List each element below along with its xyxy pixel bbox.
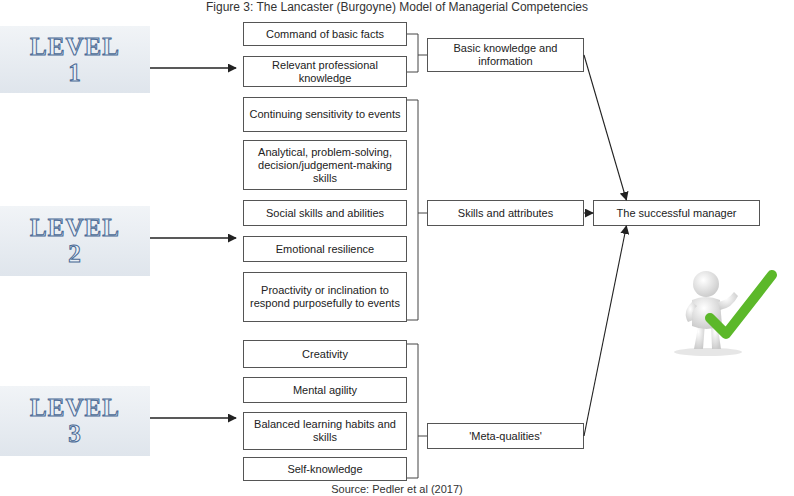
competency-box: Creativity xyxy=(243,340,407,368)
competency-box: Balanced learning habits and skills xyxy=(243,412,407,450)
competency-box: Proactivity or inclination to respond pu… xyxy=(243,272,407,322)
category-box: Skills and attributes xyxy=(427,200,584,226)
outcome-box: The successful manager xyxy=(593,200,760,226)
competency-box: Relevant professional knowledge xyxy=(243,56,407,87)
level-banner: LEVEL 1 xyxy=(0,26,150,93)
node-text: Analytical, problem-solving, decision/ju… xyxy=(248,146,402,185)
competency-box: Social skills and abilities xyxy=(243,200,407,226)
node-text: Proactivity or inclination to respond pu… xyxy=(248,284,402,310)
node-text: Social skills and abilities xyxy=(266,207,384,220)
bracket xyxy=(407,344,427,478)
node-text: Creativity xyxy=(302,348,348,361)
competency-box: Self-knowledge xyxy=(243,457,407,481)
connector-arrow xyxy=(584,55,626,200)
level-banner: LEVEL 2 xyxy=(0,206,150,276)
node-text: Continuing sensitivity to events xyxy=(249,108,400,121)
level-arrow xyxy=(150,67,236,68)
level-arrows xyxy=(150,68,236,418)
node-text: Balanced learning habits and skills xyxy=(248,418,402,444)
node-text: The successful manager xyxy=(617,207,737,220)
competency-box: Mental agility xyxy=(243,377,407,403)
connector-arrow xyxy=(584,212,593,213)
node-text: LEVEL 2 xyxy=(23,215,127,267)
person-illustration xyxy=(674,271,772,356)
node-text: Self-knowledge xyxy=(287,463,362,476)
competency-box: Continuing sensitivity to events xyxy=(243,97,407,132)
competency-box: Analytical, problem-solving, decision/ju… xyxy=(243,140,407,190)
connector-layer xyxy=(584,55,626,436)
node-text: Skills and attributes xyxy=(458,207,553,220)
node-text: 'Meta-qualities' xyxy=(469,430,542,443)
connector-arrow xyxy=(584,226,626,436)
node-text: Emotional resilience xyxy=(276,243,374,256)
competency-box: Command of basic facts xyxy=(243,22,407,46)
level-arrow xyxy=(150,417,236,418)
category-box: 'Meta-qualities' xyxy=(427,423,584,449)
node-text: LEVEL 1 xyxy=(23,34,127,86)
level-arrow xyxy=(150,237,236,238)
bracket xyxy=(407,100,427,320)
category-box: Basic knowledge and information xyxy=(427,38,584,72)
node-text: LEVEL 3 xyxy=(23,395,127,447)
bracket xyxy=(407,34,427,72)
node-text: Basic knowledge and information xyxy=(432,42,579,68)
node-text: Relevant professional knowledge xyxy=(248,59,402,85)
figure-caption: Source: Pedler et al (2017) xyxy=(0,483,794,496)
competency-box: Emotional resilience xyxy=(243,236,407,262)
level-banner: LEVEL 3 xyxy=(0,386,150,456)
group-brackets xyxy=(407,34,427,478)
node-text: Command of basic facts xyxy=(266,28,384,41)
node-text: Mental agility xyxy=(293,384,357,397)
figure-title: Figure 3: The Lancaster (Burgoyne) Model… xyxy=(0,0,794,14)
